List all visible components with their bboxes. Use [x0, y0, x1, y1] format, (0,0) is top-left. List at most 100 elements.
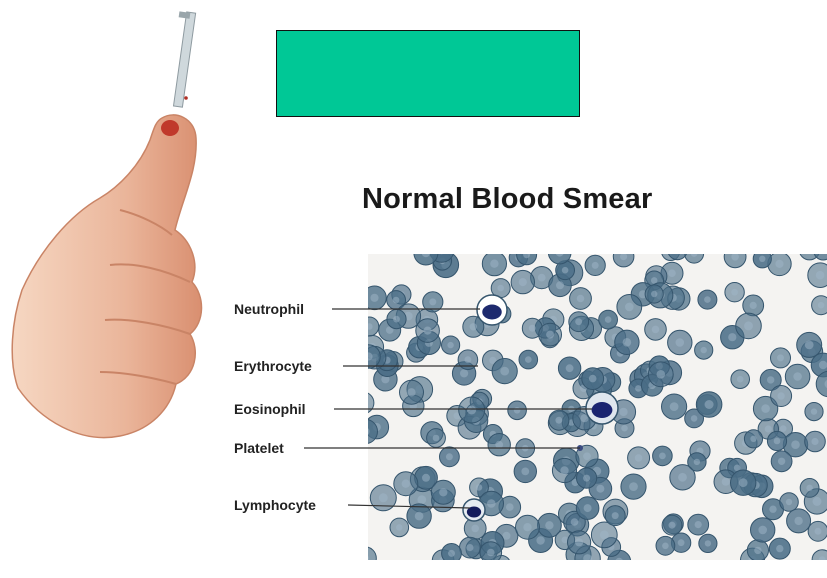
erythrocyte-center — [758, 526, 767, 535]
erythrocyte-center — [422, 474, 430, 482]
erythrocyte-center — [402, 480, 410, 488]
erythrocyte-center — [583, 452, 591, 460]
erythrocyte-center — [722, 478, 730, 486]
label-neutrophil: Neutrophil — [234, 301, 304, 317]
label-erythrocyte: Erythrocyte — [234, 358, 312, 374]
erythrocyte-center — [815, 528, 822, 535]
platelet-cell — [577, 445, 583, 451]
erythrocyte-center — [521, 468, 529, 476]
erythrocyte-center — [415, 512, 424, 521]
erythrocyte-center — [592, 262, 599, 269]
erythrocyte-center — [652, 326, 660, 334]
erythrocyte-center — [793, 372, 802, 381]
erythrocyte-center — [396, 524, 403, 531]
erythrocyte-center — [529, 325, 536, 332]
erythrocyte-center — [775, 260, 783, 268]
erythrocyte-center — [503, 532, 511, 540]
erythrocyte-center — [596, 485, 604, 493]
erythrocyte-center — [744, 321, 753, 330]
erythrocyte-center — [662, 543, 669, 550]
erythrocyte-center — [555, 417, 562, 424]
erythrocyte-center — [497, 285, 504, 292]
erythrocyte-center — [813, 497, 822, 506]
erythrocyte-center — [568, 406, 575, 413]
erythrocyte-center — [705, 400, 714, 409]
erythrocyte-center — [560, 466, 568, 474]
erythrocyte-center — [694, 459, 700, 465]
erythrocyte-center — [669, 522, 676, 529]
header-color-box — [276, 30, 580, 117]
label-platelet: Platelet — [234, 440, 284, 456]
label-lymphocyte: Lymphocyte — [234, 497, 316, 513]
neutrophil-cell-nucleus — [482, 305, 502, 320]
erythrocyte-center — [621, 425, 628, 432]
erythrocyte-center — [777, 354, 784, 361]
erythrocyte-center — [575, 538, 583, 546]
erythrocyte-center — [704, 296, 711, 303]
erythrocyte-center — [514, 407, 521, 414]
label-eosinophil: Eosinophil — [234, 401, 306, 417]
finger-prick-illustration — [0, 0, 230, 450]
erythrocyte-center — [794, 517, 802, 525]
erythrocyte-center — [777, 392, 784, 399]
erythrocyte-center — [676, 338, 685, 347]
erythrocyte-center — [695, 521, 702, 528]
erythrocyte-center — [811, 438, 818, 445]
erythrocyte-center — [393, 316, 400, 323]
erythrocyte-center — [583, 475, 590, 482]
erythrocyte-center — [536, 536, 544, 544]
erythrocyte-center — [500, 367, 509, 376]
erythrocyte-center — [629, 482, 638, 491]
erythrocyte-center — [780, 425, 787, 432]
erythrocyte-center — [465, 356, 472, 363]
erythrocyte-center — [776, 545, 783, 552]
erythrocyte-center — [657, 370, 666, 379]
erythrocyte-center — [487, 499, 496, 508]
erythrocyte-center — [791, 440, 800, 449]
erythrocyte-center — [556, 281, 564, 289]
erythrocyte-center — [754, 547, 761, 554]
erythrocyte-center — [605, 316, 612, 323]
erythrocyte-center — [471, 525, 479, 533]
erythrocyte-center — [761, 404, 770, 413]
erythrocyte-center — [490, 260, 498, 268]
erythrocyte-center — [522, 445, 529, 452]
erythrocyte-center — [584, 504, 592, 512]
erythrocyte-center — [600, 530, 609, 539]
erythrocyte-center — [495, 441, 503, 449]
erythrocyte-center — [519, 278, 527, 286]
erythrocyte-center — [691, 415, 698, 422]
erythrocyte-center — [819, 361, 827, 369]
erythrocyte-center — [393, 297, 400, 304]
erythrocyte-center — [577, 295, 585, 303]
erythrocyte-center — [370, 294, 378, 302]
erythrocyte-center — [424, 327, 432, 335]
erythrocyte-center — [750, 302, 757, 309]
erythrocyte-center — [668, 269, 676, 277]
erythrocyte-center — [635, 454, 643, 462]
erythrocyte-center — [467, 406, 476, 415]
erythrocyte-center — [750, 436, 756, 442]
erythrocyte-center — [778, 458, 785, 465]
erythrocyte-center — [571, 518, 579, 526]
erythrocyte-center — [769, 506, 776, 513]
erythrocyte-center — [538, 274, 546, 282]
erythrocyte-center — [818, 302, 825, 309]
erythrocyte-center — [623, 338, 632, 347]
erythrocyte-center — [575, 318, 582, 325]
erythrocyte-center — [562, 267, 569, 274]
erythrocyte-center — [737, 376, 744, 383]
eosinophil-cell-nucleus — [592, 402, 613, 418]
erythrocyte-center — [705, 540, 711, 546]
erythrocyte-center — [487, 549, 495, 557]
erythrocyte-center — [701, 347, 707, 353]
erythrocyte-center — [417, 495, 426, 504]
erythrocyte-center — [678, 539, 685, 546]
erythrocyte-center — [678, 473, 687, 482]
erythrocyte-center — [625, 303, 634, 312]
lancet-icon — [173, 11, 195, 107]
erythrocyte-center — [806, 485, 813, 492]
erythrocyte-center — [728, 333, 736, 341]
erythrocyte-center — [759, 256, 765, 262]
erythrocyte-center — [506, 503, 514, 511]
